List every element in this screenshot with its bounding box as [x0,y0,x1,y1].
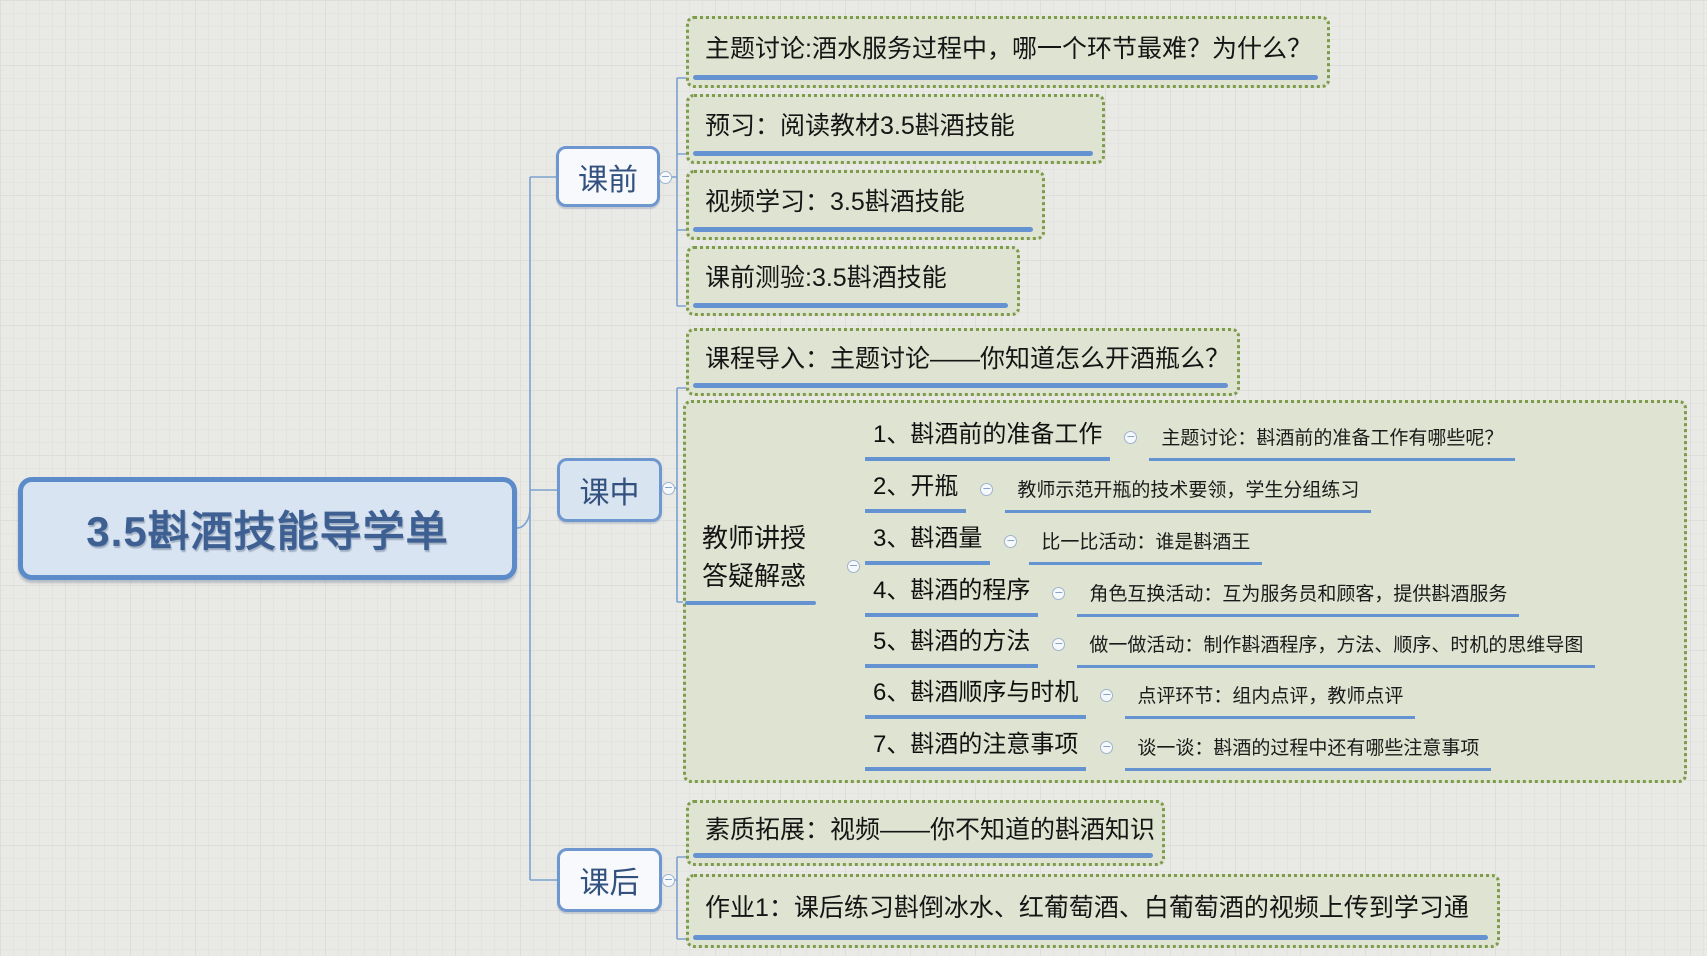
topic-activity[interactable]: 角色互换活动：互为服务员和顾客，提供斟酒服务 [1077,582,1520,617]
branch-pre-label: 课前 [578,163,638,197]
topic-text: 主题讨论:酒水服务过程中，哪一个环节最难？为什么？ [705,35,1312,63]
topic-underline [693,935,1488,940]
collapse-icon[interactable]: − [659,170,672,184]
topic-text: 课程导入：主题讨论——你知道怎么开酒瓶么？ [705,345,1231,373]
collapse-icon[interactable]: − [847,559,860,573]
topic-teaching-item[interactable]: 2、开瓶 [865,471,967,513]
collapse-icon[interactable]: − [1052,637,1066,651]
topic-text: 视频学习：3.5斟酒技能 [705,188,965,216]
topic-pre-reading[interactable]: 预习：阅读教材3.5斟酒技能 [686,94,1105,164]
topic-post-homework[interactable]: 作业1：课后练习斟倒冰水、红葡萄酒、白葡萄酒的视频上传到学习通 [686,874,1500,948]
topic-group-teaching[interactable]: 教师讲授 答疑解惑 1、斟酒前的准备工作 − 主题讨论：斟酒前的准备工作有哪些呢… [683,400,1687,783]
teaching-row-4: 4、斟酒的程序 − 角色互换活动：互为服务员和顾客，提供斟酒服务 [865,575,1520,617]
topic-pre-discussion[interactable]: 主题讨论:酒水服务过程中，哪一个环节最难？为什么？ [686,16,1330,88]
topic-text: 作业1：课后练习斟倒冰水、红葡萄酒、白葡萄酒的视频上传到学习通 [705,894,1469,922]
topic-pre-quiz[interactable]: 课前测验:3.5斟酒技能 [686,246,1020,316]
group-label-line1: 教师讲授 [702,523,807,553]
topic-text: 课前测验:3.5斟酒技能 [705,264,947,292]
connector-root [516,507,531,529]
collapse-icon[interactable]: − [1052,586,1066,600]
branch-topic-after-class[interactable]: 课后 [557,848,662,912]
topic-underline [693,853,1153,858]
topic-teaching-item[interactable]: 4、斟酒的程序 [865,575,1039,617]
topic-teaching-item[interactable]: 6、斟酒顺序与时机 [865,677,1087,719]
topic-activity[interactable]: 谈一谈：斟酒的过程中还有哪些注意事项 [1125,736,1492,771]
teaching-row-5: 5、斟酒的方法 − 做一做活动：制作斟酒程序，方法、顺序、时机的思维导图 [865,626,1596,668]
topic-underline [693,151,1093,156]
topic-teaching-item[interactable]: 5、斟酒的方法 [865,626,1039,668]
root-topic[interactable]: 3.5斟酒技能导学单 [18,477,517,580]
topic-post-extension[interactable]: 素质拓展：视频——你不知道的斟酒知识 [686,800,1165,866]
collapse-icon[interactable]: − [1100,740,1114,754]
topic-activity[interactable]: 做一做活动：制作斟酒程序，方法、顺序、时机的思维导图 [1077,633,1596,668]
topic-underline [693,383,1228,388]
topic-text: 预习：阅读教材3.5斟酒技能 [705,112,1015,140]
branch-mid-label: 课中 [579,477,640,510]
topic-underline [693,227,1033,232]
group-label: 教师讲授 答疑解惑 [702,519,806,595]
topic-activity[interactable]: 比一比活动：谁是斟酒王 [1029,530,1263,565]
topic-teaching-item[interactable]: 7、斟酒的注意事项 [865,729,1087,771]
collapse-icon[interactable]: − [1124,430,1138,444]
collapse-icon[interactable]: − [662,873,675,887]
topic-text: 素质拓展：视频——你不知道的斟酒知识 [705,816,1156,844]
topic-teaching-item[interactable]: 1、斟酒前的准备工作 [865,419,1111,461]
group-label-underline [685,601,816,605]
collapse-icon[interactable]: − [662,481,675,495]
teaching-row-7: 7、斟酒的注意事项 − 谈一谈：斟酒的过程中还有哪些注意事项 [865,729,1492,771]
topic-teaching-item[interactable]: 3、斟酒量 [865,523,991,565]
group-label-line2: 答疑解惑 [702,561,807,591]
teaching-row-1: 1、斟酒前的准备工作 − 主题讨论：斟酒前的准备工作有哪些呢？ [865,419,1516,461]
topic-activity[interactable]: 教师示范开瓶的技术要领，学生分组练习 [1005,478,1372,513]
topic-underline [693,75,1318,80]
teaching-row-6: 6、斟酒顺序与时机 − 点评环节：组内点评，教师点评 [865,677,1416,719]
topic-pre-video[interactable]: 视频学习：3.5斟酒技能 [686,170,1045,240]
branch-post-label: 课后 [579,867,640,900]
teaching-row-3: 3、斟酒量 − 比一比活动：谁是斟酒王 [865,523,1263,565]
connector-pre-children [672,77,690,307]
topic-underline [693,303,1008,308]
collapse-icon[interactable]: − [1004,534,1018,548]
branch-topic-in-class[interactable]: 课中 [557,458,662,522]
branch-topic-pre-class[interactable]: 课前 [556,146,660,207]
teaching-row-2: 2、开瓶 − 教师示范开瓶的技术要领，学生分组练习 [865,471,1372,513]
collapse-icon[interactable]: − [980,482,994,496]
topic-activity[interactable]: 点评环节：组内点评，教师点评 [1125,684,1416,719]
root-topic-label: 3.5斟酒技能导学单 [86,508,449,555]
topic-lesson-intro[interactable]: 课程导入：主题讨论——你知道怎么开酒瓶么？ [686,328,1240,396]
topic-activity[interactable]: 主题讨论：斟酒前的准备工作有哪些呢？ [1149,426,1516,461]
collapse-icon[interactable]: − [1100,688,1114,702]
